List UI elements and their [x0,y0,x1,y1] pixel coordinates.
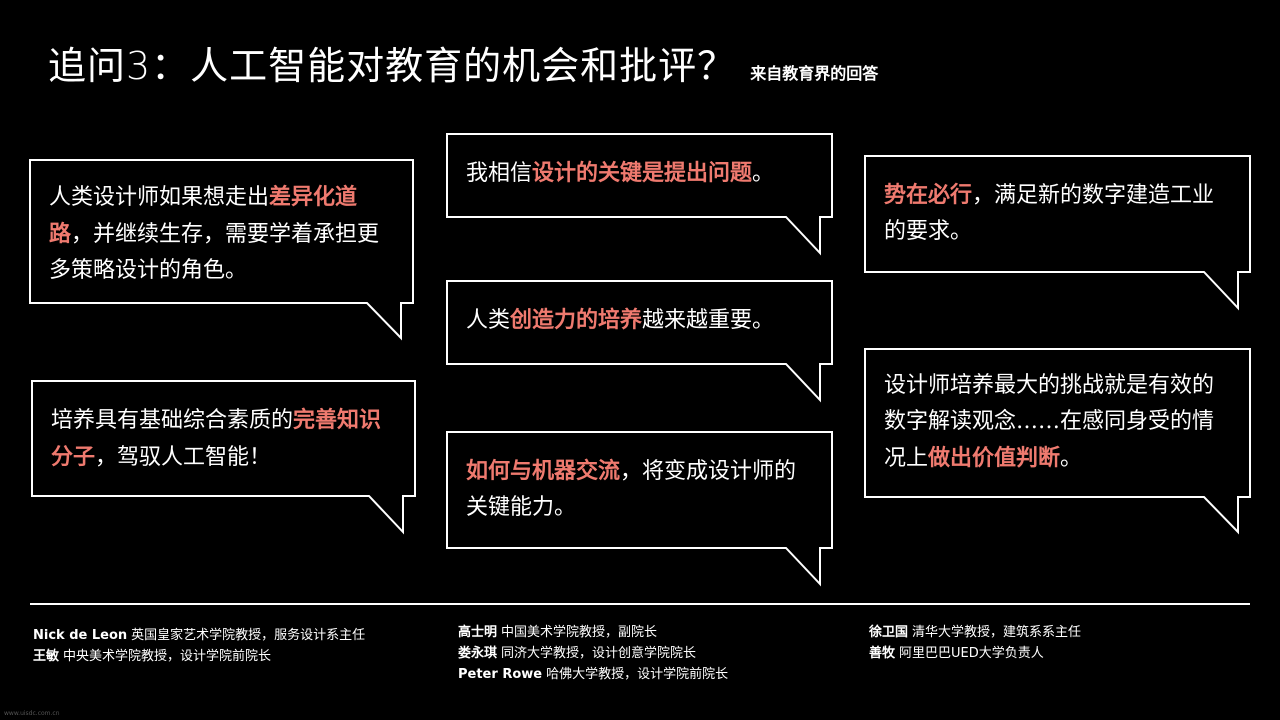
speech-bubble-frame [864,348,1251,535]
quote-bubble-creativity: 人类创造力的培养越来越重要。 [446,280,834,403]
credit-role: 英国皇家艺术学院教授，服务设计系主任 [131,628,366,643]
quote-text-part: 人类设计师如果想走出 [49,185,270,210]
credits-right: 徐卫国清华大学教授，建筑系系主任 善牧阿里巴巴UED大学负责人 [869,622,1081,664]
credit-name: 王敏 [33,649,60,664]
credit-role: 哈佛大学教授，设计学院前院长 [546,667,729,682]
credit-role: 中国美术学院教授，副院长 [501,625,658,640]
quote-text: 人类创造力的培养越来越重要。 [466,302,816,339]
quote-bubble-value-judgment: 设计师培养最大的挑战就是有效的数字解读观念……在感同身受的情况上做出价值判断。 [864,348,1252,535]
quote-text: 势在必行，满足新的数字建造工业的要求。 [884,177,1234,250]
credit-name: Nick de Leon [33,628,128,643]
quote-text-part: ，驾驭人工智能！ [95,445,272,470]
quote-highlight: 创造力的培养 [510,307,643,333]
credit-role: 阿里巴巴UED大学负责人 [899,646,1044,661]
credit-role: 清华大学教授，建筑系系主任 [912,625,1082,640]
credit-name: 善牧 [869,646,896,661]
quote-text-part: ，满足新的数字建造工业的要求。 [884,183,1215,244]
quote-text: 人类设计师如果想走出差异化道路，并继续生存，需要学着承担更多策略设计的角色。 [49,179,394,289]
quote-bubble-machine-communication: 如何与机器交流，将变成设计师的关键能力。 [446,431,834,587]
quote-text-part: 越来越重要。 [642,308,775,333]
quote-highlight: 差异化道路 [49,184,358,247]
credit-line: 王敏中央美术学院教授，设计学院前院长 [33,646,365,667]
quote-text: 如何与机器交流，将变成设计师的关键能力。 [466,453,816,526]
speech-bubble-frame [29,159,414,341]
title-text: 追问3：人工智能对教育的机会和批评？ [48,44,737,88]
speech-bubble-frame [864,155,1251,311]
credit-name: Peter Rowe [458,667,543,682]
credit-name: 娄永琪 [458,646,498,661]
quote-text-part: ，将变成设计师的关键能力。 [466,459,797,520]
quote-highlight: 做出价值判断 [928,445,1061,471]
speech-bubble-frame [446,431,833,587]
credit-name: 徐卫国 [869,625,909,640]
quote-highlight: 势在必行 [884,182,973,208]
credit-line: 徐卫国清华大学教授，建筑系系主任 [869,622,1081,643]
quote-text-part: 人类 [466,308,511,333]
speech-bubble-frame [446,280,833,403]
watermark: www.uisdc.com.cn [4,710,60,717]
speech-bubble-frame [446,133,833,256]
quote-text-part: 培养具有基础综合素质的 [51,408,294,433]
quote-bubble-asking-questions: 我相信设计的关键是提出问题。 [446,133,834,256]
credits-middle: 高士明中国美术学院教授，副院长 娄永琪同济大学教授，设计创意学院院长 Peter… [458,622,728,685]
quote-highlight: 完善知识分子 [51,407,382,470]
quote-text-part: 。 [1060,446,1083,471]
divider [30,603,1250,605]
quote-highlight: 如何与机器交流 [466,458,621,484]
quote-text-part: 我相信 [466,161,533,186]
quote-highlight: 设计的关键是提出问题 [532,160,753,186]
credit-line: 善牧阿里巴巴UED大学负责人 [869,643,1081,664]
credit-line: 娄永琪同济大学教授，设计创意学院院长 [458,643,728,664]
quote-text: 设计师培养最大的挑战就是有效的数字解读观念……在感同身受的情况上做出价值判断。 [884,368,1229,477]
speech-bubble-frame [31,380,416,535]
subtitle: 来自教育界的回答 [750,64,879,83]
quote-text-part: 。 [752,161,775,186]
credit-role: 同济大学教授，设计创意学院院长 [501,646,697,661]
quote-bubble-digital-construction: 势在必行，满足新的数字建造工业的要求。 [864,155,1252,311]
quote-text-part: 设计师培养最大的挑战就是有效的数字解读观念……在感同身受的情况上 [884,373,1215,471]
page-title: 追问3：人工智能对教育的机会和批评？ 来自教育界的回答 [48,44,878,90]
quote-bubble-intellectual: 培养具有基础综合素质的完善知识分子，驾驭人工智能！ [31,380,417,535]
quote-text: 培养具有基础综合素质的完善知识分子，驾驭人工智能！ [51,402,396,476]
quote-text: 我相信设计的关键是提出问题。 [466,155,816,192]
credit-role: 中央美术学院教授，设计学院前院长 [63,649,272,664]
credit-line: 高士明中国美术学院教授，副院长 [458,622,728,643]
quote-bubble-strategy: 人类设计师如果想走出差异化道路，并继续生存，需要学着承担更多策略设计的角色。 [29,159,415,341]
credit-name: 高士明 [458,625,498,640]
quote-text-part: ，并继续生存，需要学着承担更多策略设计的角色。 [49,222,380,283]
